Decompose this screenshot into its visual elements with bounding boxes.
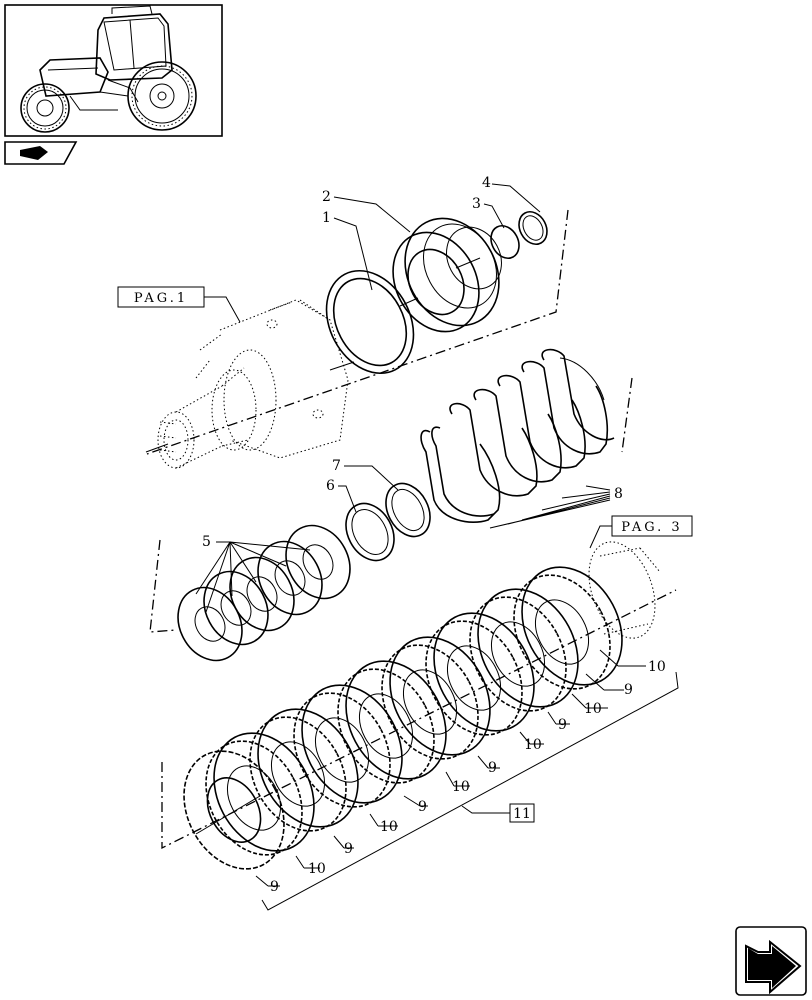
- callout-10: 10: [380, 819, 398, 835]
- upper-group-boundary: [146, 209, 569, 455]
- callout-11-label: 11: [513, 806, 531, 822]
- belleville-washers-part-5: [177, 524, 351, 662]
- callout-5: 5: [202, 534, 211, 550]
- bracket-part-11: [261, 671, 679, 911]
- seal-ring-part-6: [345, 502, 395, 562]
- callout-9: 9: [488, 760, 497, 776]
- middle-group-boundary: [149, 377, 633, 633]
- ref-label-pag1: PAG.1: [134, 291, 188, 306]
- callout-9: 9: [344, 841, 353, 857]
- section-marker-icon[interactable]: [4, 141, 78, 165]
- seal-ring-part-3: [490, 224, 520, 260]
- seal-ring-part-1: [325, 269, 415, 375]
- ref-box-pag1[interactable]: PAG.1: [117, 286, 241, 323]
- next-page-arrow-icon[interactable]: [735, 926, 807, 996]
- callout-9: 9: [270, 879, 279, 895]
- callout-10: 10: [524, 737, 542, 753]
- piston-part-2: [392, 217, 502, 333]
- tractor-thumbnail-icon[interactable]: [4, 4, 223, 137]
- callout-9: 9: [418, 799, 427, 815]
- callout-10: 10: [452, 779, 470, 795]
- seal-ring-part-4: [518, 210, 548, 246]
- callout-9: 9: [558, 717, 567, 733]
- ref-box-part-11[interactable]: 11: [461, 803, 535, 823]
- callout-10: 10: [308, 861, 326, 877]
- clutch-hub-assembly: [157, 299, 349, 469]
- callout-4: 4: [482, 175, 491, 191]
- callout-10: 10: [584, 701, 602, 717]
- callout-8: 8: [614, 486, 623, 502]
- callout-6: 6: [326, 478, 335, 494]
- callout-1: 1: [322, 210, 331, 226]
- wave-springs-part-8: [420, 348, 615, 523]
- ref-label-pag3: PAG. 3: [621, 520, 682, 535]
- callout-9: 9: [624, 682, 633, 698]
- callout-3: 3: [472, 196, 481, 212]
- clutch-disc-pack: [183, 541, 661, 870]
- callout-2: 2: [322, 189, 331, 205]
- callout-10: 10: [648, 659, 666, 675]
- ref-box-pag3[interactable]: PAG. 3: [589, 515, 693, 549]
- callout-7: 7: [332, 458, 341, 474]
- seal-ring-part-7: [385, 482, 431, 538]
